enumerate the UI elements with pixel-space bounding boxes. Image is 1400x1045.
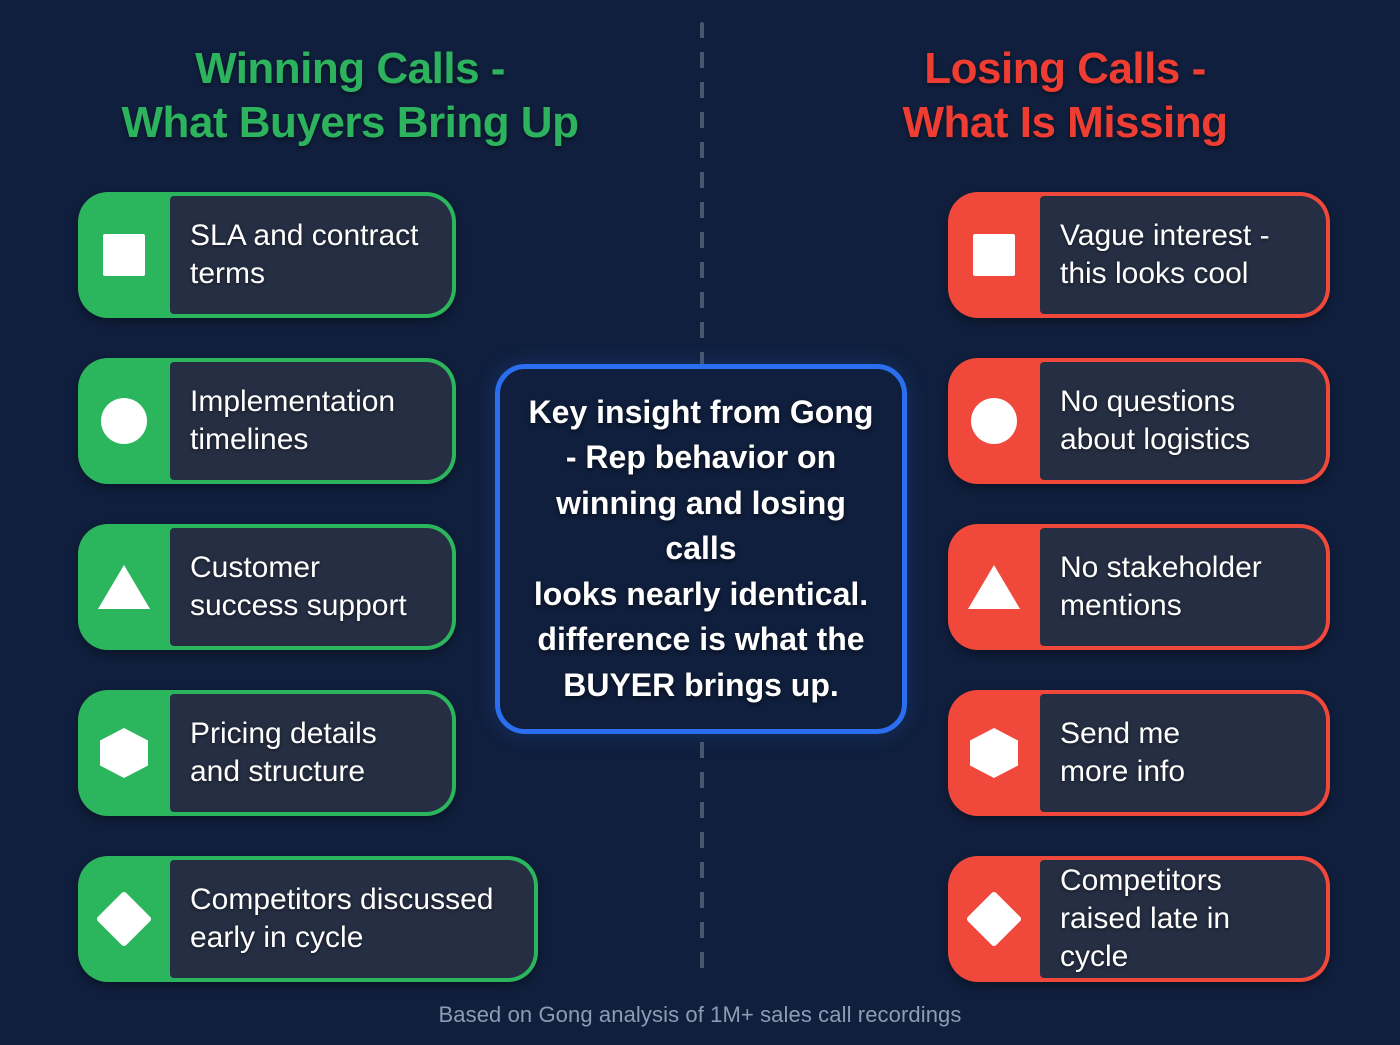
circle-icon <box>971 398 1017 444</box>
card-label: No questions about logistics <box>1060 384 1251 456</box>
card-body: Vague interest - this looks cool <box>1040 196 1326 314</box>
winning-card: SLA and contract terms <box>78 192 456 318</box>
card-body: Competitors discussed early in cycle <box>170 860 534 978</box>
card-label: Pricing details and structure <box>190 716 377 788</box>
losing-card: Competitors raised late in cycle <box>948 856 1330 982</box>
card-body: Send me more info <box>1040 694 1326 812</box>
card-label: Implementation timelines <box>190 384 396 456</box>
card-body: Customer success support <box>170 528 452 646</box>
key-insight-text: Key insight from Gong - Rep behavior on … <box>528 393 874 703</box>
winning-card: Implementation timelines <box>78 358 456 484</box>
card-label: No stakeholder mentions <box>1060 550 1262 622</box>
losing-column-heading: Losing Calls - What Is Missing <box>902 44 1228 147</box>
card-label: SLA and contract terms <box>190 218 419 290</box>
square-icon <box>103 234 145 276</box>
card-body: SLA and contract terms <box>170 196 452 314</box>
winning-column-heading: Winning Calls - What Buyers Bring Up <box>121 44 579 147</box>
card-label: Competitors discussed early in cycle <box>190 882 494 954</box>
icon-cell <box>948 192 1040 318</box>
icon-cell <box>948 358 1040 484</box>
losing-card: Send me more info <box>948 690 1330 816</box>
card-body: Implementation timelines <box>170 362 452 480</box>
icon-cell <box>78 358 170 484</box>
triangle-icon <box>968 565 1020 609</box>
card-label: Competitors raised late in cycle <box>1060 863 1231 974</box>
icon-cell <box>948 524 1040 650</box>
key-insight-callout: Key insight from Gong - Rep behavior on … <box>495 364 907 734</box>
losing-card: No stakeholder mentions <box>948 524 1330 650</box>
card-body: No stakeholder mentions <box>1040 528 1326 646</box>
square-icon <box>973 234 1015 276</box>
icon-cell <box>78 856 170 982</box>
diamond-icon <box>95 890 153 948</box>
card-body: No questions about logistics <box>1040 362 1326 480</box>
card-label: Customer success support <box>190 550 407 622</box>
circle-icon <box>101 398 147 444</box>
hexagon-icon <box>100 728 148 778</box>
diamond-icon <box>965 890 1023 948</box>
winning-card: Competitors discussed early in cycle <box>78 856 538 982</box>
triangle-icon <box>98 565 150 609</box>
icon-cell <box>78 690 170 816</box>
card-body: Competitors raised late in cycle <box>1040 860 1326 978</box>
winning-card: Pricing details and structure <box>78 690 456 816</box>
card-label: Vague interest - this looks cool <box>1060 218 1270 290</box>
card-label: Send me more info <box>1060 716 1186 788</box>
card-body: Pricing details and structure <box>170 694 452 812</box>
icon-cell <box>78 192 170 318</box>
winning-card: Customer success support <box>78 524 456 650</box>
icon-cell <box>78 524 170 650</box>
losing-card: No questions about logistics <box>948 358 1330 484</box>
icon-cell <box>948 690 1040 816</box>
losing-card: Vague interest - this looks cool <box>948 192 1330 318</box>
icon-cell <box>948 856 1040 982</box>
source-footnote: Based on Gong analysis of 1M+ sales call… <box>438 1002 962 1027</box>
hexagon-icon <box>970 728 1018 778</box>
